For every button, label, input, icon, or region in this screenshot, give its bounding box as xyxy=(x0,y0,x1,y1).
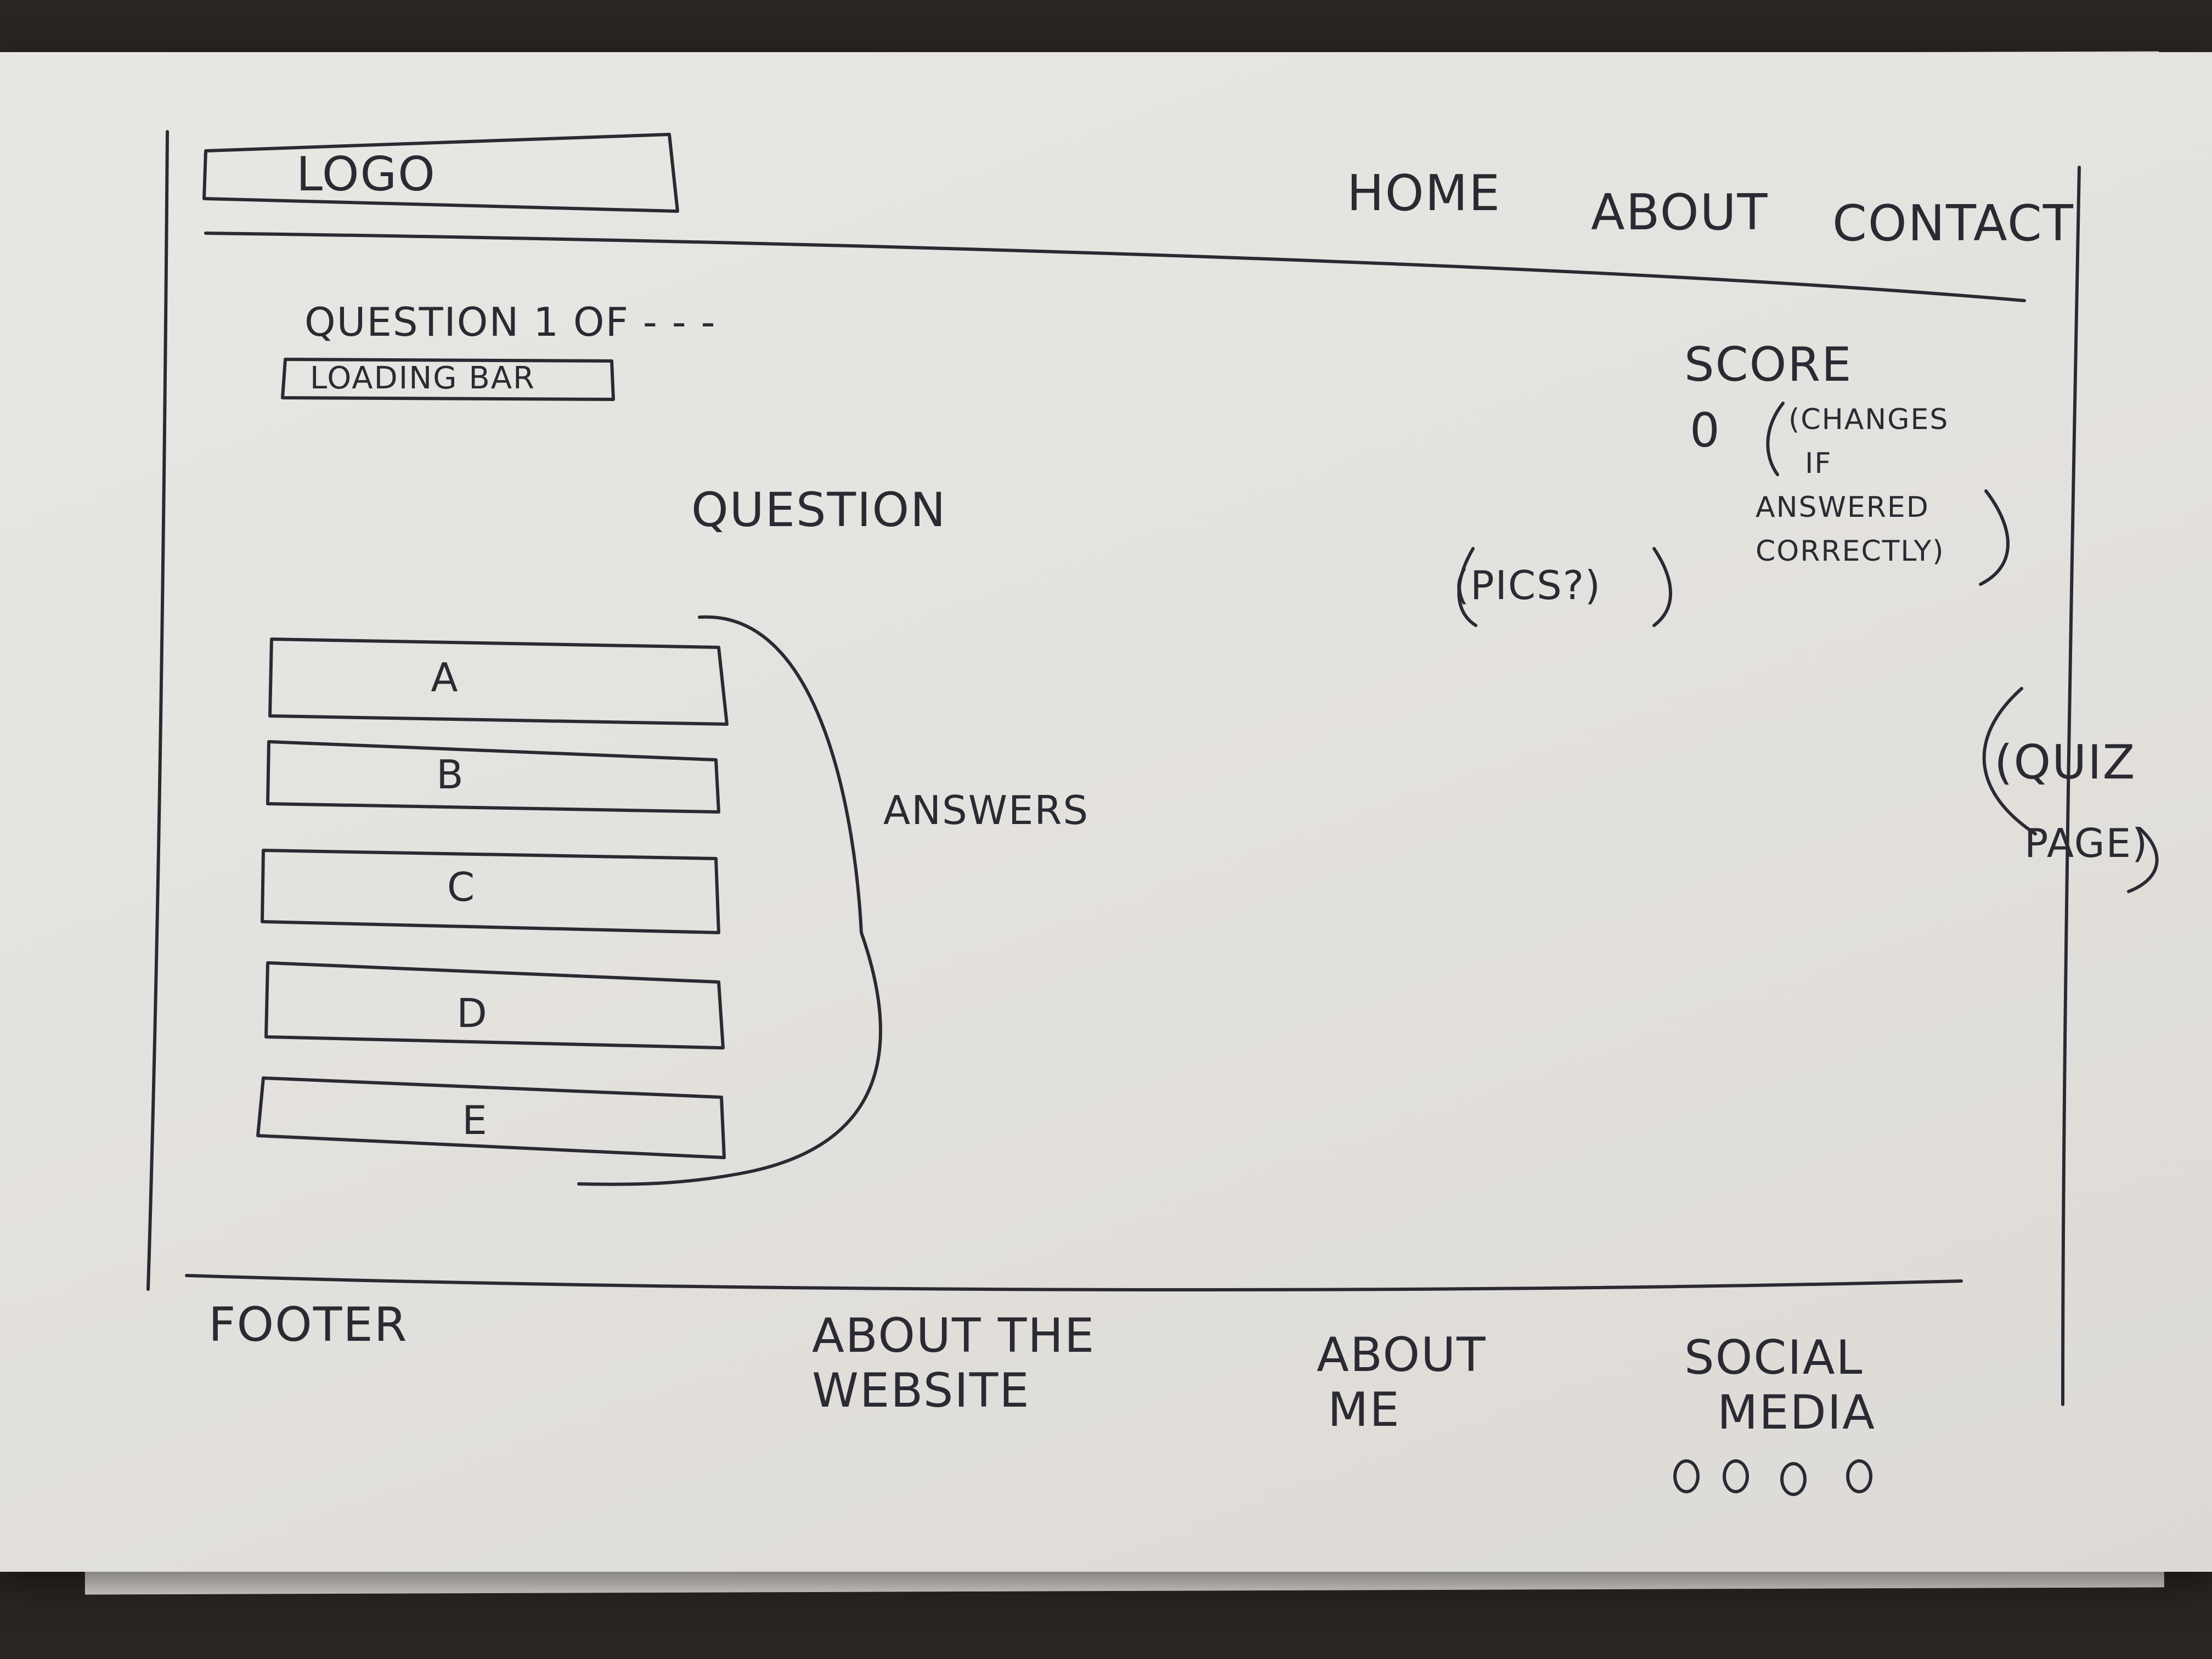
logo[interactable]: LOGO xyxy=(296,147,436,202)
page-frame-left xyxy=(146,130,169,1291)
social-icon-4[interactable] xyxy=(1846,1459,1872,1493)
answer-box-e xyxy=(256,1076,726,1159)
footer-social-media: SOCIAL MEDIA xyxy=(1684,1330,1876,1440)
score-note-line-3: ANSWERED xyxy=(1756,491,1929,524)
footer-about-website-link[interactable]: ABOUT THE WEBSITE xyxy=(812,1308,1095,1418)
answer-option-d[interactable]: D xyxy=(456,990,487,1036)
nav-about-link[interactable]: ABOUT xyxy=(1591,184,1769,241)
nav-contact-link[interactable]: CONTACT xyxy=(1832,195,2074,252)
answer-box-b xyxy=(266,740,720,814)
loading-bar-box xyxy=(281,358,615,401)
social-icon-1[interactable] xyxy=(1673,1459,1700,1493)
question-progress-text: QUESTION 1 OF - - - xyxy=(304,299,716,345)
score-paren-left xyxy=(1766,402,1785,476)
score-label: SCORE xyxy=(1684,337,1853,392)
pics-paren-right xyxy=(1652,547,1672,627)
social-icon-2[interactable] xyxy=(1723,1459,1749,1493)
score-note-line-1: (CHANGES xyxy=(1788,403,1949,436)
answer-box-d xyxy=(264,961,725,1049)
score-note-line-4: CORRECTLY) xyxy=(1756,535,1945,568)
answers-bracket xyxy=(577,615,882,1186)
footer-about-website-line-2: WEBSITE xyxy=(812,1363,1030,1418)
paper-sheet xyxy=(0,52,2212,1572)
footer-about-website-line-1: ABOUT THE xyxy=(812,1308,1096,1363)
social-icon-3[interactable] xyxy=(1780,1462,1807,1496)
page-annotation-line-1: (QUIZ xyxy=(1994,735,2136,790)
quiz-paren-left xyxy=(1982,687,2037,836)
answer-option-b[interactable]: B xyxy=(436,752,464,798)
nav-home-link[interactable]: HOME xyxy=(1347,165,1502,222)
score-value: 0 xyxy=(1690,403,1721,458)
footer-label: FOOTER xyxy=(208,1297,408,1352)
answer-option-e[interactable]: E xyxy=(462,1097,487,1143)
answer-option-c[interactable]: C xyxy=(447,864,475,910)
logo-box xyxy=(202,133,679,213)
footer-about-me-line-1: ABOUT xyxy=(1317,1328,1487,1383)
score-note-line-2: IF xyxy=(1805,447,1832,480)
pics-paren-left xyxy=(1457,547,1477,627)
footer-about-me-link[interactable]: ABOUT ME xyxy=(1317,1328,1487,1437)
answer-option-a[interactable]: A xyxy=(431,654,458,701)
loading-bar: LOADING BAR xyxy=(310,360,535,396)
header-divider xyxy=(204,232,2026,302)
answer-box-c xyxy=(261,849,720,934)
pics-annotation: (PICS?) xyxy=(1454,562,1602,608)
quiz-paren-right xyxy=(2127,827,2159,893)
footer-about-me-line-2: ME xyxy=(1328,1383,1401,1437)
score-note: (CHANGES IF ANSWERED CORRECTLY) xyxy=(1756,398,1949,573)
score-paren-right xyxy=(1979,489,2010,586)
answers-annotation: ANSWERS xyxy=(883,787,1090,833)
answer-box-a xyxy=(268,637,729,726)
footer-divider xyxy=(185,1274,1963,1292)
page-frame-right xyxy=(2061,166,2081,1406)
footer-social-media-line-1: SOCIAL xyxy=(1684,1330,1864,1385)
question-text: QUESTION xyxy=(691,483,947,538)
footer-social-media-line-2: MEDIA xyxy=(1717,1385,1876,1440)
page-annotation-line-2: PAGE) xyxy=(2024,820,2149,866)
